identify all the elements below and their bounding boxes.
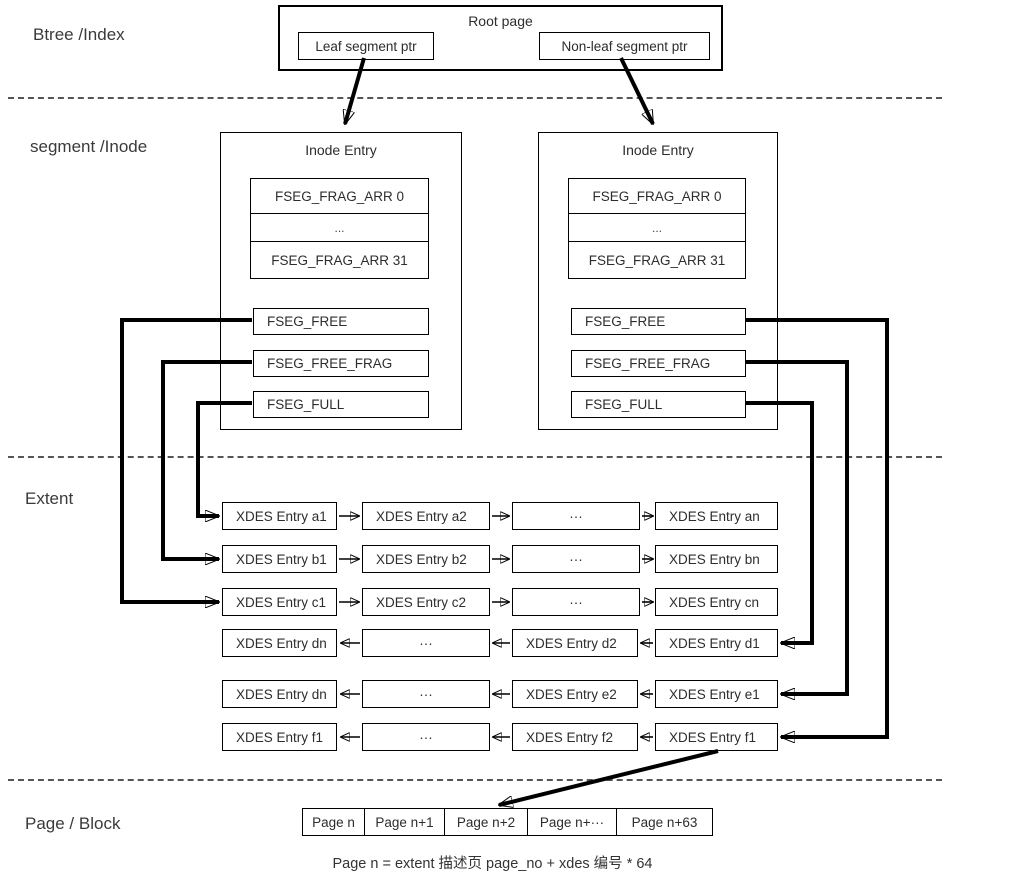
layer-label-page-block: Page / Block: [25, 814, 121, 833]
inode-entry-title-left: Inode Entry: [305, 142, 377, 158]
fseg-free-box-left: FSEG_FREE: [253, 308, 429, 335]
inode-entry-box-right: Inode Entry FSEG_FRAG_ARR 0 ... FSEG_FRA…: [538, 132, 778, 430]
fseg-full-box-left: FSEG_FULL: [253, 391, 429, 418]
xdes-entry-e1: XDES Entry e1: [655, 680, 778, 708]
xdes-entry-a2: XDES Entry a2: [362, 502, 490, 530]
fseg-frag-arr-stack-left: FSEG_FRAG_ARR 0 ... FSEG_FRAG_ARR 31: [250, 178, 429, 279]
page-cell-n1: Page n+1: [364, 808, 445, 836]
separator-btree-segment: [8, 97, 942, 99]
xdes-row-b-ellipsis: ···: [512, 545, 640, 573]
xdes-entry-f1: XDES Entry f1: [655, 723, 778, 751]
fseg-frag-arr-31-right: FSEG_FRAG_ARR 31: [569, 241, 745, 278]
xdes-entry-d2: XDES Entry d2: [512, 629, 638, 657]
xdes-entry-a1: XDES Entry a1: [222, 502, 337, 530]
page-cell-n: Page n: [302, 808, 365, 836]
fseg-frag-arr-ellipsis-right: ...: [569, 213, 745, 241]
xdes-entry-dn: XDES Entry dn: [222, 629, 337, 657]
page-block-row: Page n Page n+1 Page n+2 Page n+··· Page…: [302, 808, 713, 836]
root-page-title: Root page: [468, 13, 533, 29]
layer-label-segment-inode: segment /Inode: [30, 137, 148, 156]
xdes-row-c-ellipsis: ···: [512, 588, 640, 616]
page-formula-caption: Page n = extent 描述页 page_no + xdes 编号 * …: [332, 856, 653, 872]
fseg-frag-arr-stack-right: FSEG_FRAG_ARR 0 ... FSEG_FRAG_ARR 31: [568, 178, 746, 279]
fseg-full-box-right: FSEG_FULL: [571, 391, 746, 418]
inode-entry-box-left: Inode Entry FSEG_FRAG_ARR 0 ... FSEG_FRA…: [220, 132, 462, 430]
xdes-entry-an: XDES Entry an: [655, 502, 778, 530]
page-cell-n2: Page n+2: [444, 808, 528, 836]
xdes-entry-bn: XDES Entry bn: [655, 545, 778, 573]
fseg-free-frag-box-left: FSEG_FREE_FRAG: [253, 350, 429, 377]
fseg-frag-arr-0-right: FSEG_FRAG_ARR 0: [592, 188, 722, 204]
fseg-free-frag-box-right: FSEG_FREE_FRAG: [571, 350, 746, 377]
layer-label-extent: Extent: [25, 489, 74, 508]
xdes-entry-c2: XDES Entry c2: [362, 588, 490, 616]
inode-entry-title-right: Inode Entry: [622, 142, 694, 158]
xdes-entry-c1: XDES Entry c1: [222, 588, 337, 616]
xdes-row-a-ellipsis: ···: [512, 502, 640, 530]
fseg-frag-arr-ellipsis-left: ...: [251, 213, 428, 241]
xdes-entry-e2: XDES Entry e2: [512, 680, 638, 708]
page-cell-n63: Page n+63: [616, 808, 713, 836]
fseg-free-box-right: FSEG_FREE: [571, 308, 746, 335]
xdes-row-e-ellipsis: ···: [362, 680, 490, 708]
layer-label-btree-index: Btree /Index: [33, 25, 125, 44]
arrow-f1-to-page-row: [499, 749, 719, 805]
fseg-frag-arr-31-left: FSEG_FRAG_ARR 31: [251, 241, 428, 278]
xdes-row-f-ellipsis: ···: [362, 723, 490, 751]
separator-extent-page: [8, 779, 942, 781]
xdes-entry-d1: XDES Entry d1: [655, 629, 778, 657]
page-cell-n-ellipsis: Page n+···: [527, 808, 617, 836]
root-page-box: Root page Leaf segment ptr Non-leaf segm…: [278, 5, 723, 71]
nonleaf-segment-ptr-box: Non-leaf segment ptr: [539, 32, 710, 60]
xdes-entry-b2: XDES Entry b2: [362, 545, 490, 573]
xdes-row-d-ellipsis: ···: [362, 629, 490, 657]
xdes-entry-b1: XDES Entry b1: [222, 545, 337, 573]
xdes-entry-en-dn: XDES Entry dn: [222, 680, 337, 708]
separator-segment-extent: [8, 456, 942, 458]
xdes-entry-cn: XDES Entry cn: [655, 588, 778, 616]
xdes-entry-fn-f1: XDES Entry f1: [222, 723, 337, 751]
leaf-segment-ptr-box: Leaf segment ptr: [298, 32, 434, 60]
fseg-frag-arr-0-left: FSEG_FRAG_ARR 0: [274, 188, 405, 204]
xdes-entry-f2: XDES Entry f2: [512, 723, 638, 751]
